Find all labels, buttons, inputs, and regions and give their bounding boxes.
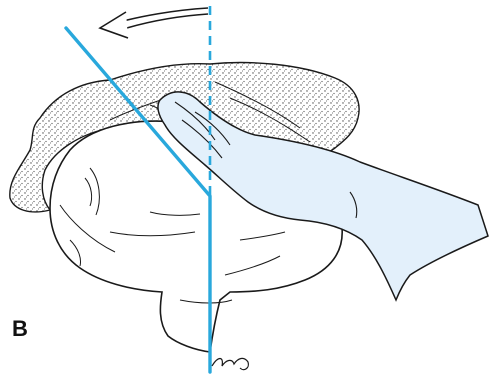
panel-label: B [12,316,28,342]
curved-arrow-icon [100,8,208,38]
artist-signature [212,358,248,369]
